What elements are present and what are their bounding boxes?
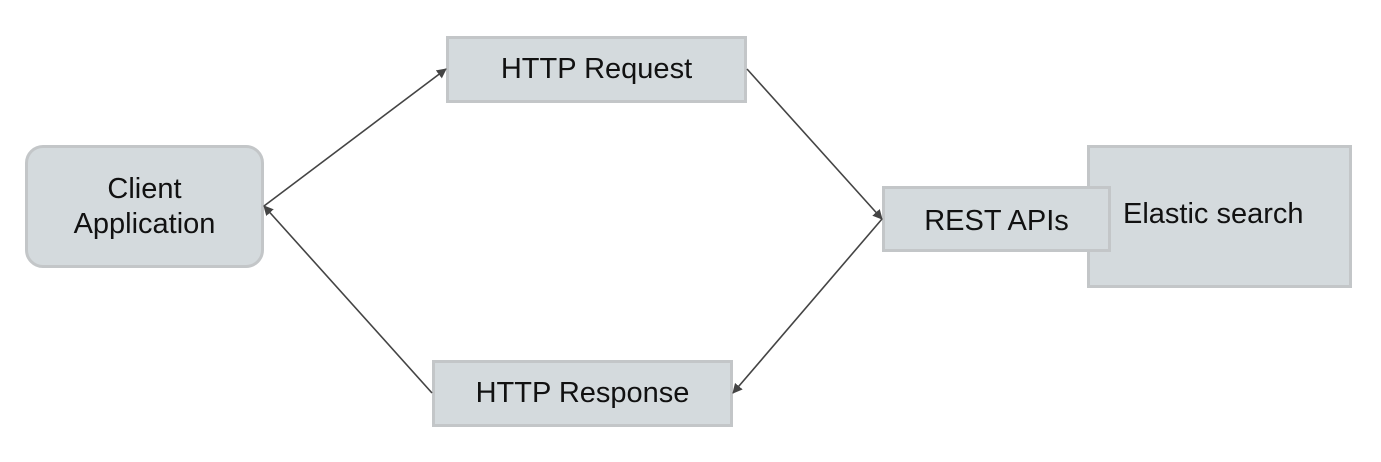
edge-rest-to-response [732, 218, 883, 394]
client-application-node: Client Application [25, 145, 264, 268]
elastic-search-label: Elastic search [1123, 198, 1304, 231]
client-label-line2: Application [73, 207, 216, 240]
client-label-line1: Client [107, 172, 182, 205]
rest-apis-label: REST APIs [924, 204, 1069, 237]
http-response-node: HTTP Response [432, 360, 733, 427]
rest-apis-node: REST APIs [882, 186, 1111, 252]
edge-client-to-request [263, 68, 447, 207]
http-request-label: HTTP Request [500, 53, 693, 86]
client-application-label: Client Application [74, 172, 216, 242]
http-response-label: HTTP Response [475, 377, 690, 410]
edge-request-to-rest [746, 68, 883, 220]
http-request-node: HTTP Request [446, 36, 747, 103]
edge-response-to-client [263, 205, 433, 394]
